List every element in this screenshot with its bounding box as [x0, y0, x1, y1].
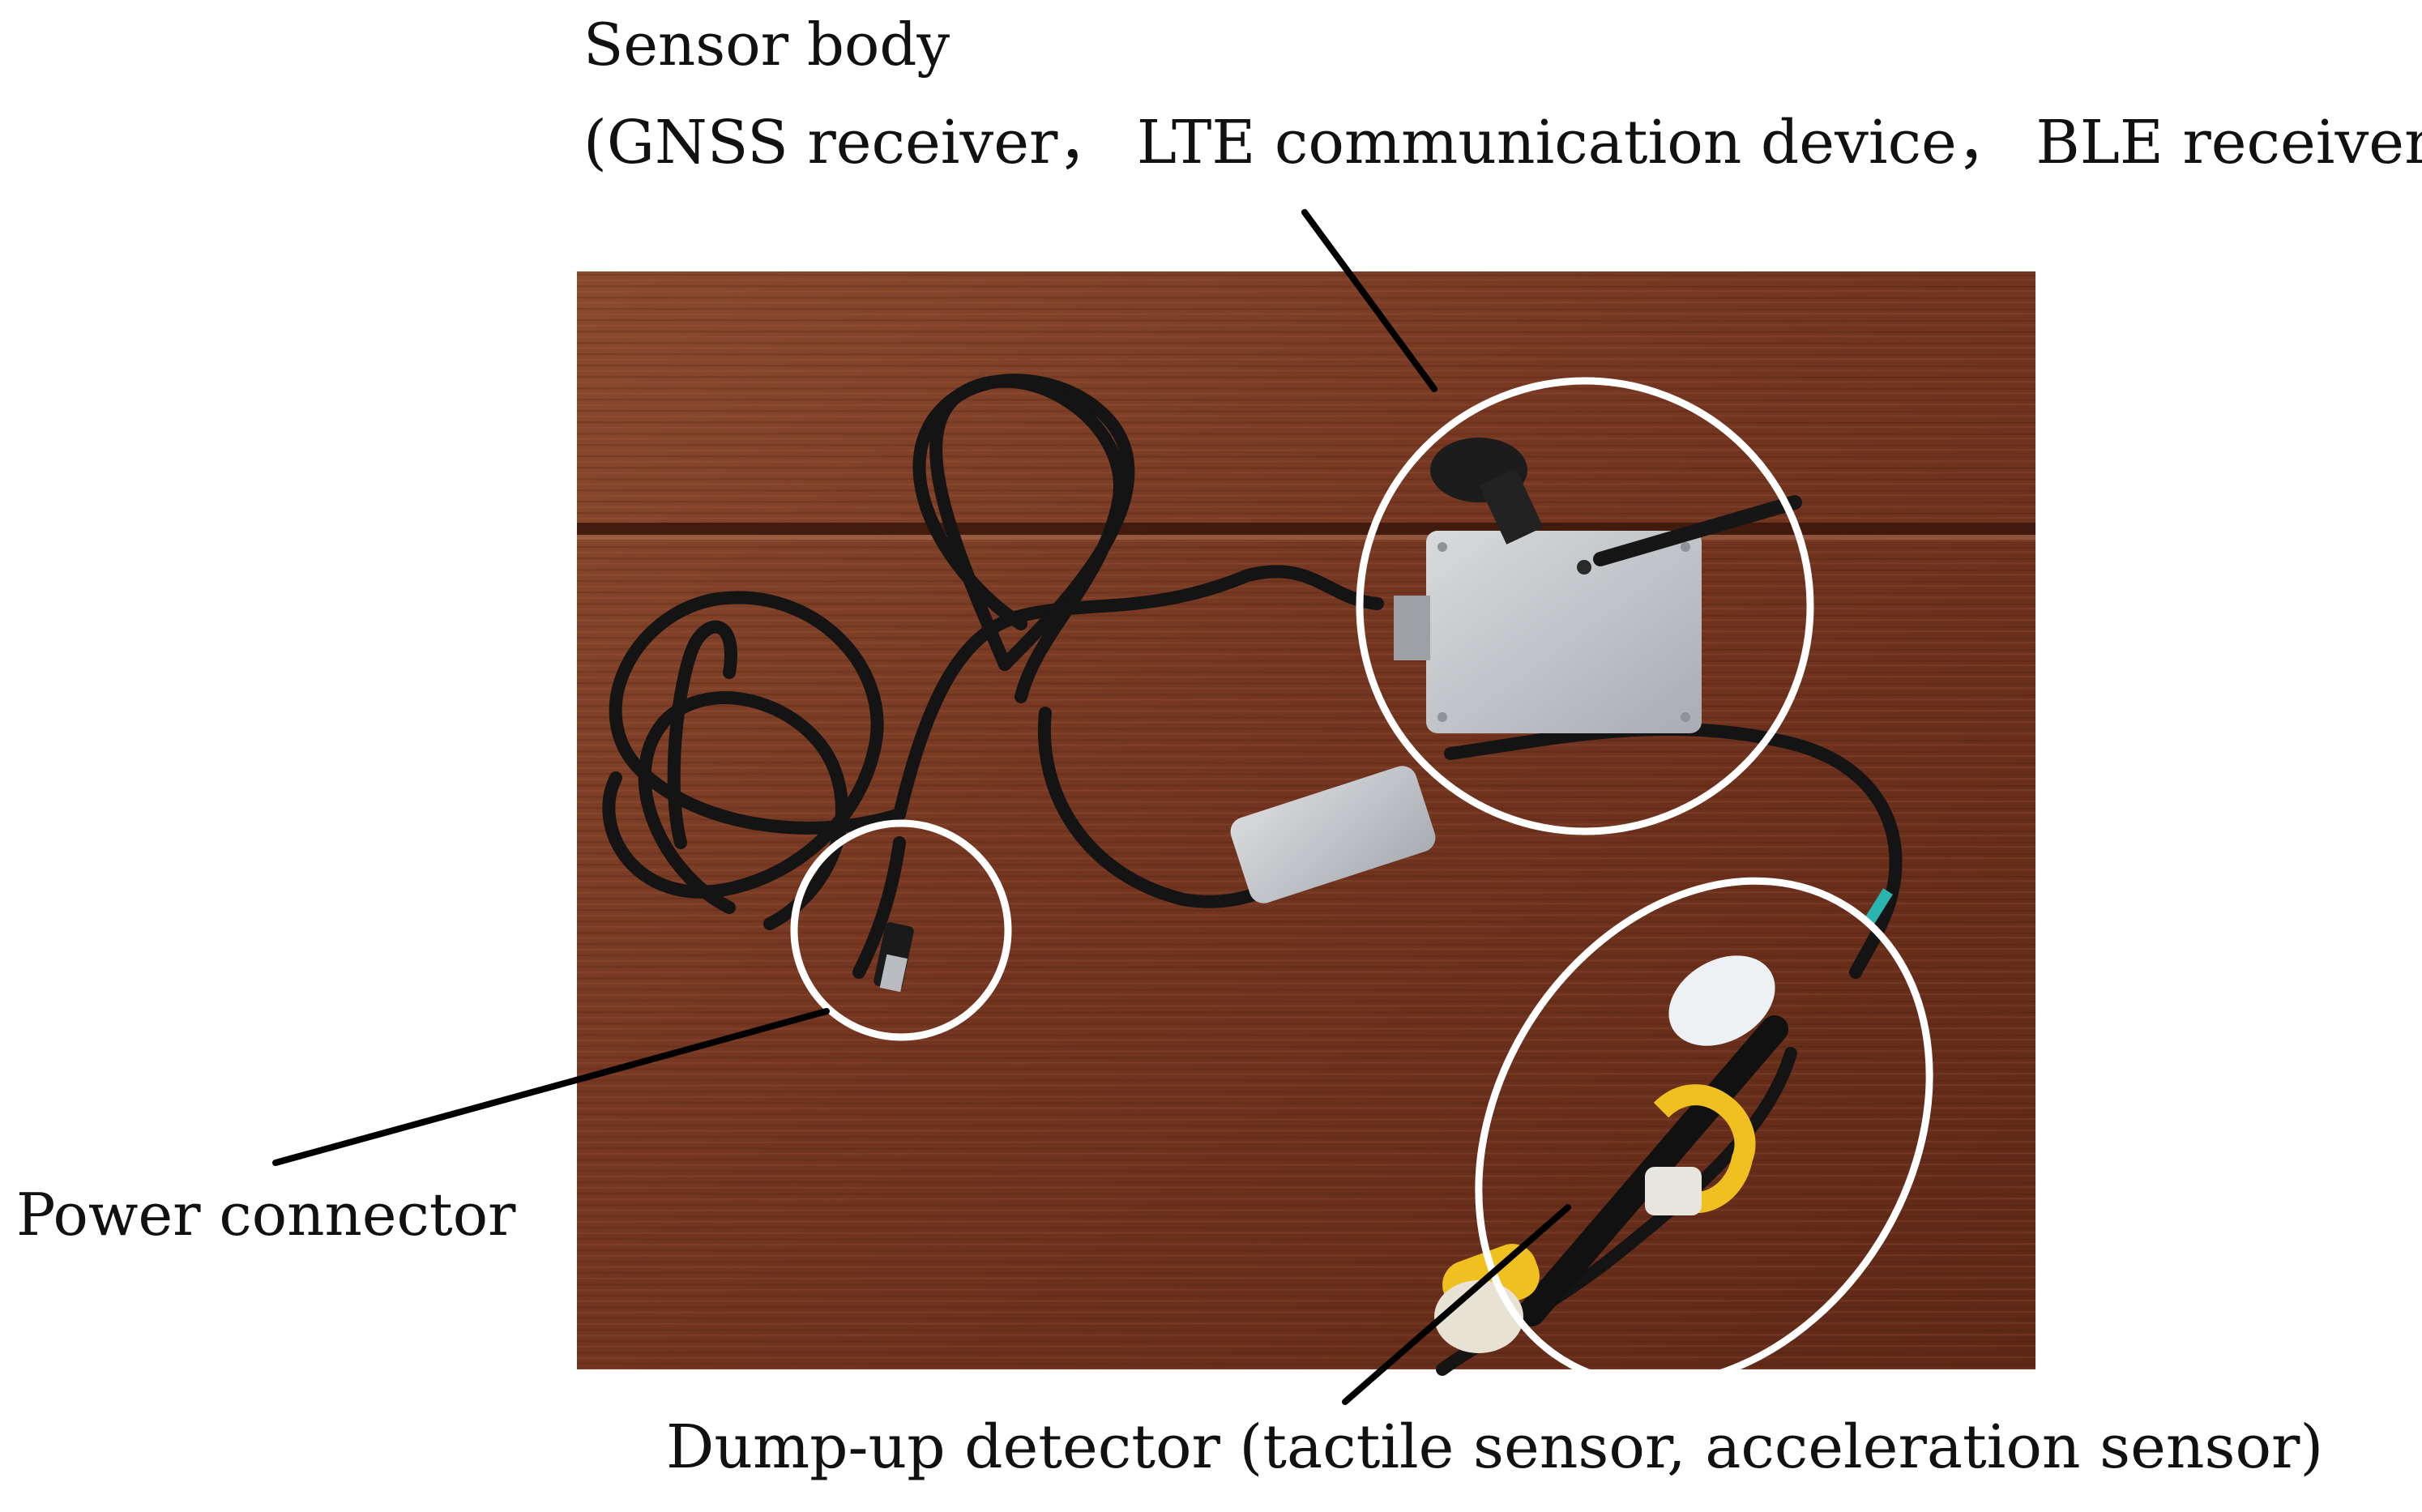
leader-line-dump-up-detector: [1342, 1204, 1571, 1405]
leader-lines: [272, 209, 1571, 1405]
callout-circle-power-connector: [790, 819, 1012, 1041]
leader-line-sensor-body: [1301, 209, 1437, 392]
callout-circle-dump-up-detector: [1475, 877, 1933, 1389]
sensor-body-components-label: (GNSS receiver， LTE communication device…: [583, 108, 2422, 177]
leader-line-power-connector: [272, 1008, 830, 1166]
callout-circles: [790, 377, 1933, 1389]
dump-up-detector-label: Dump-up detector (tactile sensor, accele…: [666, 1412, 2324, 1482]
cable-bundle: [602, 374, 1903, 1376]
power-connector-label: Power connector: [16, 1181, 516, 1249]
usb-plug: [874, 922, 914, 993]
callout-circle-sensor-body: [1356, 377, 1814, 835]
inline-adapter: [1230, 766, 1436, 903]
sensor-body-label: Sensor body: [583, 11, 950, 79]
sensor-body-enclosure: [1394, 438, 1802, 733]
